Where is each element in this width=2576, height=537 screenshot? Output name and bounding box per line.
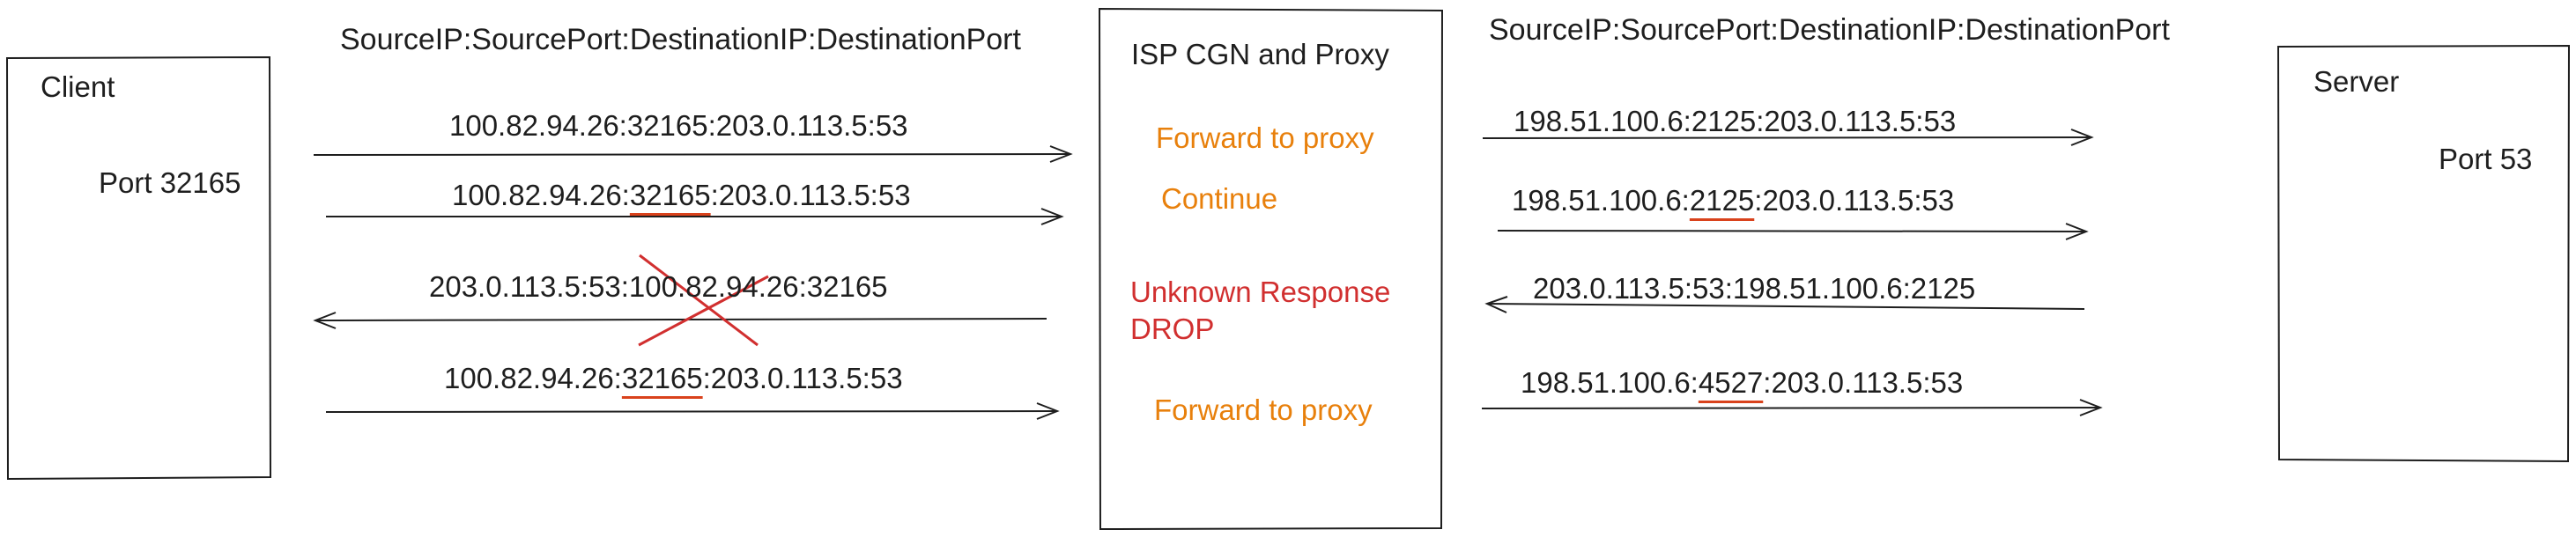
left-flow-arrow-1 — [313, 145, 1073, 163]
highlighted-port: 32165 — [621, 362, 703, 394]
right-flow-label: 198.51.100.6:2125:203.0.113.5:53 — [1512, 184, 1955, 217]
proxy-title: ISP CGN and Proxy — [1131, 38, 1389, 70]
proxy-action-drop-line2: DROP — [1130, 313, 1215, 345]
left-header: SourceIP:SourcePort:DestinationIP:Destin… — [340, 23, 1021, 56]
right-flow-arrow-2 — [1497, 223, 2089, 240]
left-flow-label: 100.82.94.26:32165:203.0.113.5:53 — [452, 179, 911, 211]
proxy-action: Forward to proxy — [1156, 121, 1374, 154]
proxy-action-drop: Unknown Response DROP — [1130, 274, 1390, 348]
client-title: Client — [41, 70, 115, 103]
left-flow-arrow-4 — [325, 402, 1060, 420]
left-flow-arrow-3 — [313, 312, 1047, 329]
left-flow-arrow-2 — [326, 208, 1064, 225]
highlighted-port: 32165 — [629, 179, 711, 211]
left-flow-label: 100.82.94.26:32165:203.0.113.5:53 — [449, 109, 908, 142]
highlighted-port: 4527 — [1698, 366, 1764, 399]
left-flow-label: 100.82.94.26:32165:203.0.113.5:53 — [444, 362, 903, 394]
server-box — [2276, 44, 2571, 463]
right-flow-arrow-4 — [1481, 399, 2103, 416]
right-flow-label: 203.0.113.5:53:198.51.100.6:2125 — [1533, 272, 1976, 305]
left-flow-label-dropped: 203.0.113.5:53:100.82.94.26:32165 — [429, 270, 888, 303]
right-flow-label: 198.51.100.6:2125:203.0.113.5:53 — [1514, 105, 1957, 137]
client-port: Port 32165 — [99, 166, 241, 199]
client-box — [5, 55, 272, 481]
server-title: Server — [2313, 65, 2400, 98]
right-flow-arrow-1 — [1482, 129, 2094, 146]
proxy-action: Continue — [1161, 182, 1278, 215]
right-header: SourceIP:SourcePort:DestinationIP:Destin… — [1489, 13, 2170, 47]
proxy-box — [1098, 7, 1444, 531]
dropped-response-cross — [638, 254, 769, 347]
highlighted-port: 2125 — [1689, 184, 1755, 217]
proxy-action: Forward to proxy — [1154, 394, 1373, 426]
server-port: Port 53 — [2439, 143, 2533, 175]
right-flow-label: 198.51.100.6:4527:203.0.113.5:53 — [1521, 366, 1964, 399]
right-flow-arrow-3 — [1484, 296, 2085, 313]
proxy-action-drop-line1: Unknown Response — [1130, 276, 1391, 308]
